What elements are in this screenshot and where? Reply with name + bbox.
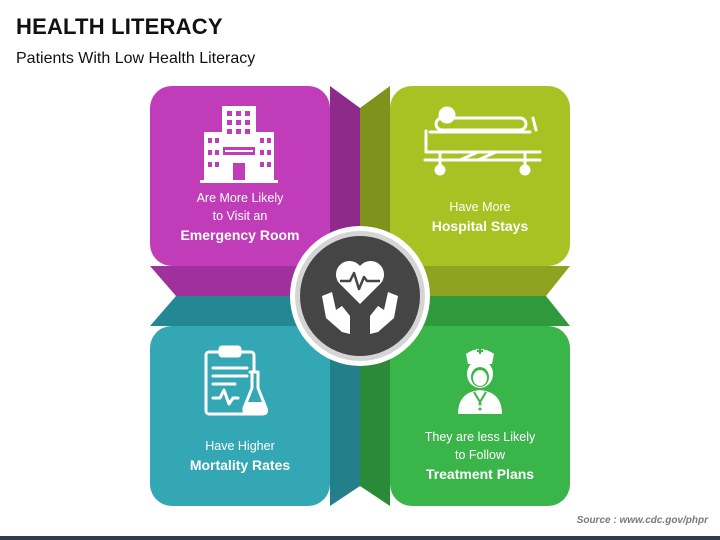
quadrant-tr-text: Have More Hospital Stays (405, 198, 555, 235)
quadrant-treatment-plans (360, 296, 570, 506)
quadrant-bl-bold: Mortality Rates (189, 457, 291, 473)
quadrant-bl-line1: Have Higher (205, 439, 275, 453)
quadrant-tl-line1: Are More Likely (196, 191, 284, 205)
page-subtitle: Patients With Low Health Literacy (16, 50, 256, 67)
quadrant-tl-line2: to Visit an (212, 209, 268, 223)
hospital-bed-patient-icon (423, 106, 542, 176)
quadrant-br-top (390, 296, 570, 326)
quadrant-br-face (390, 326, 570, 506)
quadrant-br-side (360, 326, 390, 506)
quadrant-tl-side (330, 86, 360, 266)
quadrant-bl-text: Have Higher Mortality Rates (165, 437, 315, 474)
quadrant-tl-text: Are More Likely to Visit an Emergency Ro… (165, 189, 315, 244)
quadrant-mortality-rates (150, 296, 360, 506)
quadrant-br-line2: to Follow (454, 448, 506, 462)
quadrant-bl-face (150, 326, 330, 506)
quadrant-br-text: They are less Likely to Follow Treatment… (405, 428, 555, 483)
center-emblem (290, 226, 430, 366)
quadrant-tr-line1: Have More (449, 200, 511, 214)
quadrant-br-line1: They are less Likely (424, 430, 536, 444)
quadrant-tl-bottom (150, 266, 330, 296)
quadrant-tr-bottom (390, 266, 570, 296)
hands-holding-heart-icon (322, 260, 398, 334)
quadrant-bl-side (330, 326, 360, 506)
quadrant-br-bold: Treatment Plans (425, 466, 535, 482)
bottom-bar (0, 536, 720, 540)
quadrant-tl-bold: Emergency Room (180, 227, 300, 243)
source-citation: Source : www.cdc.gov/phpr (576, 515, 708, 526)
page-title: HEALTH LITERACY (16, 14, 223, 39)
clipboard-flask-icon (204, 345, 268, 416)
nurse-icon (458, 348, 502, 414)
quadrant-bl-top (150, 296, 330, 326)
quadrant-tr-bold: Hospital Stays (431, 218, 529, 234)
hospital-building-icon (200, 106, 278, 183)
quadrant-tr-side (360, 86, 390, 266)
quadrant-tr-face (390, 86, 570, 266)
